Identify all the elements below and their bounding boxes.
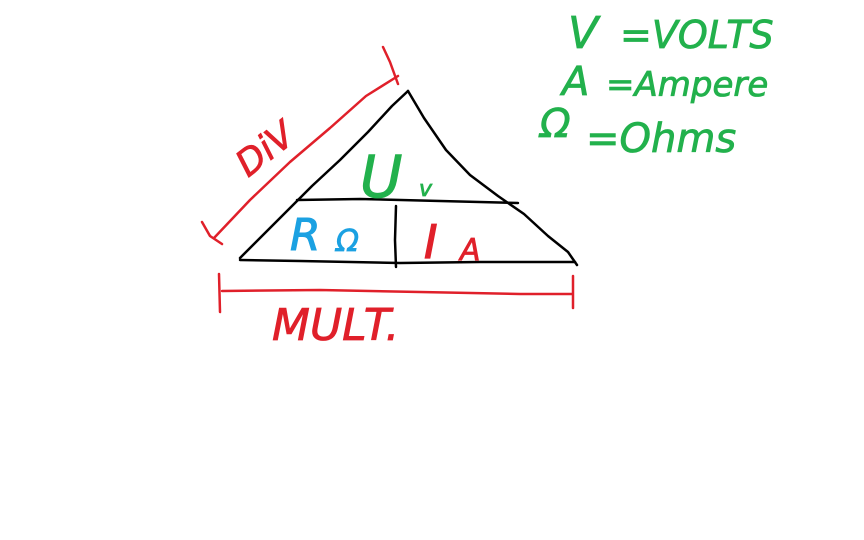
triangle-divider bbox=[393, 204, 398, 269]
triangle-right-edge bbox=[406, 89, 579, 267]
mult-span-line bbox=[220, 288, 574, 296]
mult-label: MULT. bbox=[272, 300, 399, 351]
ohms-law-triangle bbox=[238, 89, 579, 269]
triangle-current-subscript: A bbox=[458, 233, 481, 268]
legend-ohms-text: =Ohms bbox=[586, 116, 736, 162]
mult-span-left-tick bbox=[217, 272, 222, 314]
triangle-voltage-subscript: v bbox=[419, 177, 433, 202]
triangle-resistance-subscript: Ω bbox=[334, 224, 359, 259]
div-arrow bbox=[200, 45, 400, 246]
div-arrow-shaft bbox=[212, 74, 400, 240]
triangle-current-label: I bbox=[424, 215, 438, 269]
triangle-voltage-label: U bbox=[360, 143, 402, 211]
triangle-middle-line bbox=[295, 197, 520, 205]
triangle-resistance-label: R bbox=[290, 210, 321, 261]
mult-span bbox=[217, 272, 575, 314]
legend-ohms-symbol: Ω bbox=[538, 101, 571, 147]
div-arrow-top-tick bbox=[381, 45, 400, 86]
legend-volts-symbol: V bbox=[568, 8, 601, 59]
triangle-base bbox=[238, 258, 577, 265]
units-legend: V =VOLTS A =Ampere Ω =Ohms bbox=[538, 8, 774, 163]
triangle-left-edge bbox=[238, 89, 410, 260]
legend-ampere-symbol: A bbox=[559, 59, 589, 105]
div-arrow-bottom-tick bbox=[200, 220, 224, 246]
legend-volts-text: =VOLTS bbox=[620, 13, 774, 57]
legend-ampere-text: =Ampere bbox=[606, 65, 768, 105]
